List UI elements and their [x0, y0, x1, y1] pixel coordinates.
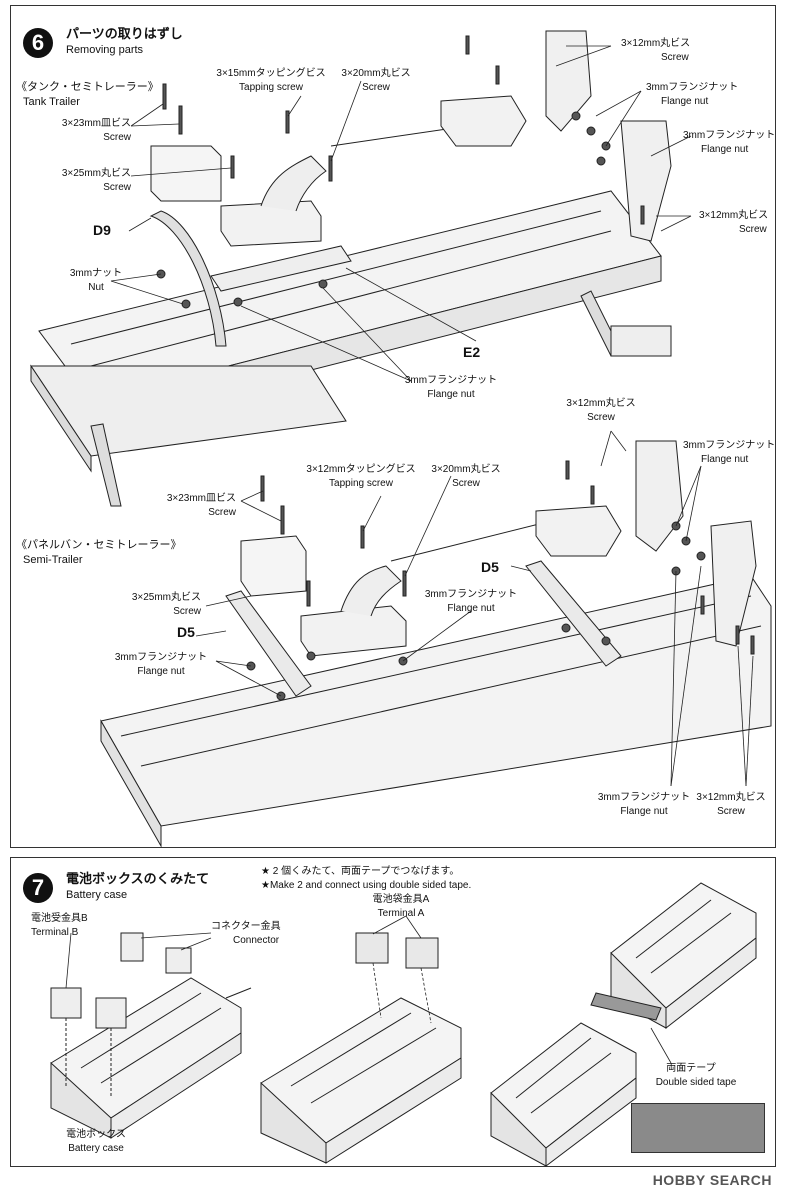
tape-strip [590, 992, 662, 1021]
step-7-illustration [50, 882, 757, 1168]
tank-screw-3x23-en: Screw [103, 132, 131, 143]
part-d9-shape [149, 210, 227, 347]
part-d5a-label: D5 [481, 559, 499, 575]
tank-heading-jp: 《タンク・セミトレーラー》 [16, 81, 159, 93]
semi-screw-3x12-jp: 3×12mm丸ビス [566, 398, 636, 409]
tape-en: Double sided tape [655, 1077, 737, 1088]
tank-screw-3x12-jp: 3×12mm丸ビス [621, 38, 691, 49]
step-6-number: 6 [23, 28, 53, 58]
semi-flange-en: Flange nut [701, 454, 749, 465]
double-sided-tape-swatch [631, 1103, 765, 1153]
tank-flange2-en: Flange nut [701, 144, 749, 155]
tank-screw-3x12-en: Screw [661, 52, 689, 63]
terminal-b-en: Terminal B [31, 927, 79, 938]
semi-flange4-jp: 3mmフランジナット [597, 792, 691, 803]
tank-nut-jp: 3mmナット [69, 268, 123, 279]
battery-box-en: Battery case [68, 1143, 124, 1154]
semi-screw-3x25-jp: 3×25mm丸ビス [131, 592, 201, 603]
connector-shape-2 [165, 947, 192, 974]
semi-flange4-en: Flange nut [620, 806, 668, 817]
terminal-b-shape [50, 987, 82, 1019]
part-d5-left [225, 590, 312, 697]
step-7-panel: 7 電池ボックスのくみたて Battery case ★ 2 個くみたて、両面テ… [10, 857, 776, 1168]
tank-screw-3x23-jp: 3×23mm皿ビス [61, 118, 131, 129]
step-7-title-jp: 電池ボックスのくみたて [66, 871, 210, 886]
tank-flange-en: Flange nut [661, 96, 709, 107]
semi-chassis-front [100, 719, 162, 848]
semi-tapping-jp: 3×12mmタッピングビス [306, 464, 416, 475]
tank-screw-3x12b-en: Screw [739, 224, 767, 235]
terminal-a-shape-1 [355, 932, 389, 964]
tank-valve-body [440, 95, 527, 147]
semi-valve-body [535, 505, 622, 557]
step-6-title-en: Removing parts [66, 44, 144, 56]
part-d5-right [525, 560, 622, 667]
tank-coupler-box [220, 200, 322, 247]
semi-flange2-en: Flange nut [447, 603, 495, 614]
step-6-illustration [30, 30, 772, 848]
terminal-a-en: Terminal A [377, 908, 425, 919]
tank-screw-3x12b-jp: 3×12mm丸ビス [699, 210, 769, 221]
semi-screw-3x12b-en: Screw [717, 806, 745, 817]
tank-bracket-lower [620, 120, 672, 242]
step-7-title-en: Battery case [66, 889, 128, 901]
tank-tapping-jp: 3×15mmタッピングビス [216, 68, 326, 79]
part-d5b-label: D5 [177, 624, 195, 640]
step-7-note-jp: ★ 2 個くみたて、両面テープでつなげます。 [261, 866, 460, 877]
semi-coupler-box [300, 605, 407, 657]
semi-tapping-en: Tapping screw [329, 478, 393, 489]
terminal-a-jp: 電池袋金具A [372, 894, 430, 905]
battery-box-jp: 電池ボックス [66, 1129, 126, 1140]
semi-block-left [240, 535, 307, 597]
semi-screw-3x23-en: Screw [208, 507, 236, 518]
connector-jp: コネクター金具 [211, 921, 281, 932]
semi-heading-jp: 《パネルバン・セミトレーラー》 [16, 539, 182, 551]
terminal-b-jp: 電池受金具B [31, 913, 88, 924]
tank-flange3-jp: 3mmフランジナット [404, 375, 498, 386]
semi-screw-3x20-jp: 3×20mm丸ビス [431, 464, 501, 475]
step-6-title-jp: パーツの取りはずし [66, 26, 183, 41]
terminal-a-shape-2 [405, 937, 439, 969]
tank-nut-en: Nut [88, 282, 104, 293]
tank-screw-3x20-jp: 3×20mm丸ビス [341, 68, 411, 79]
semi-flange2-jp: 3mmフランジナット [424, 589, 518, 600]
semi-bracket-upper [635, 440, 684, 552]
step-6-panel: 6 パーツの取りはずし Removing parts 《タンク・セミトレーラー》… [10, 5, 776, 848]
semi-screw-3x12-en: Screw [587, 412, 615, 423]
semi-heading-en: Semi-Trailer [23, 554, 83, 566]
semi-bracket-lower [710, 520, 757, 647]
part-d9-label: D9 [93, 222, 111, 238]
connector-shape-1 [120, 932, 144, 962]
tank-flange-jp: 3mmフランジナット [646, 82, 739, 93]
tank-screw-3x20-en: Screw [362, 82, 390, 93]
semi-screw-3x23-jp: 3×23mm皿ビス [166, 493, 236, 504]
part-e2-label: E2 [463, 344, 481, 360]
semi-flange3-en: Flange nut [137, 666, 185, 677]
tape-jp: 両面テープ [666, 1063, 716, 1074]
watermark: HOBBY SEARCH [652, 1172, 772, 1188]
tank-screw-3x25-jp: 3×25mm丸ビス [61, 168, 131, 179]
step-7-note-en: ★Make 2 and connect using double sided t… [261, 880, 472, 891]
tank-flange2-jp: 3mmフランジナット [683, 130, 776, 141]
step-7-number: 7 [23, 873, 53, 903]
tank-screw-3x25-en: Screw [103, 182, 131, 193]
tank-heading-en: Tank Trailer [23, 96, 80, 108]
tank-block-left [150, 145, 222, 202]
semi-flange-jp: 3mmフランジナット [683, 440, 776, 451]
semi-screw-3x12b-jp: 3×12mm丸ビス [696, 792, 766, 803]
semi-screw-3x25-en: Screw [173, 606, 201, 617]
tank-tapping-en: Tapping screw [239, 82, 303, 93]
semi-screw-3x20-en: Screw [452, 478, 480, 489]
connector-en: Connector [233, 935, 280, 946]
tank-rail [210, 245, 352, 292]
semi-flange3-jp: 3mmフランジナット [114, 652, 208, 663]
tank-flange3-en: Flange nut [427, 389, 475, 400]
